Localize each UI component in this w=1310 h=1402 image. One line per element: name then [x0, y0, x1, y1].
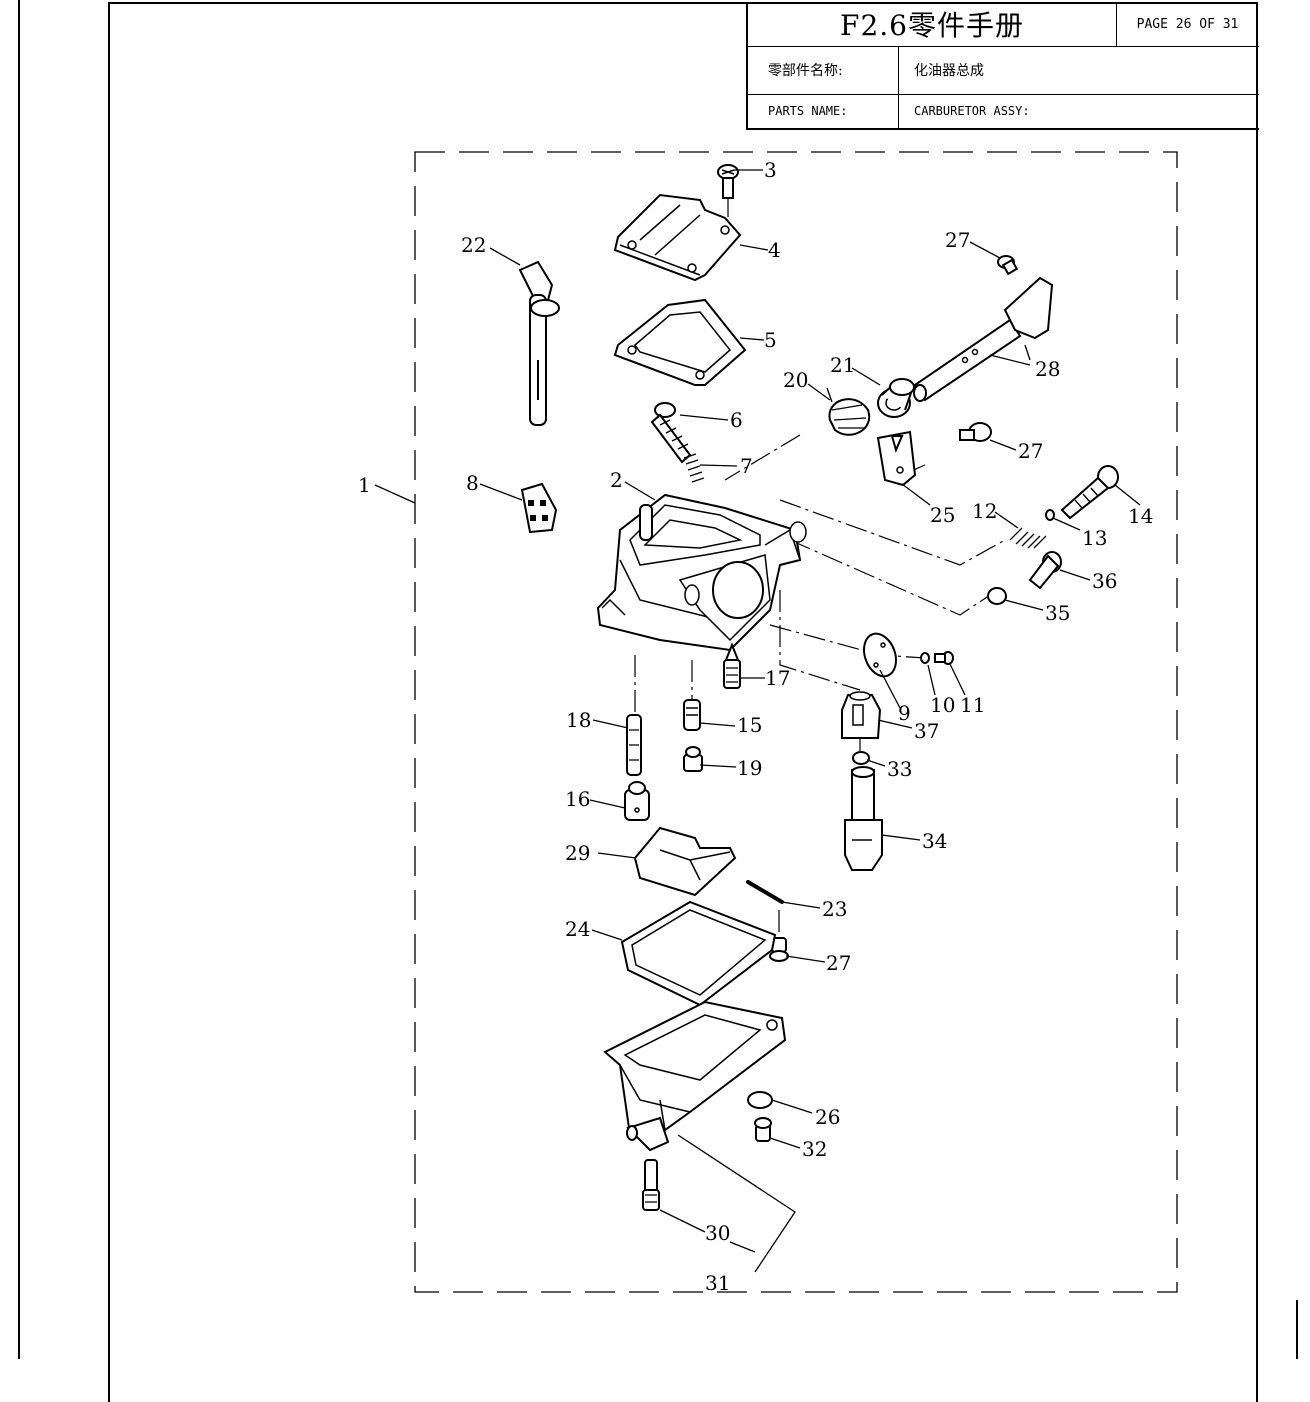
parts-name-label-en: PARTS NAME:	[768, 104, 848, 118]
callout-1: 1	[358, 473, 371, 497]
part-pump-34	[844, 766, 883, 871]
callout-19: 19	[737, 756, 762, 780]
callout-11: 11	[960, 693, 985, 717]
page-right-edge-line	[1296, 1300, 1298, 1359]
part-screw-36	[1028, 551, 1062, 590]
drawing-sheet-border	[108, 2, 1258, 1402]
callout-24: 24	[565, 917, 590, 941]
callout-22: 22	[461, 233, 486, 257]
part-plug-19	[683, 746, 703, 772]
part-throttle-plate-9	[863, 632, 897, 678]
callout-27-mid: 27	[1018, 439, 1043, 463]
part-washer-10	[920, 652, 930, 664]
part-return-spring-20	[826, 387, 871, 436]
callout-29: 29	[565, 841, 590, 865]
callout-7: 7	[740, 454, 753, 478]
part-washer-35	[987, 587, 1007, 605]
part-cover-4	[613, 193, 742, 282]
callout-26: 26	[815, 1105, 840, 1129]
callout-23: 23	[822, 897, 847, 921]
callout-6: 6	[730, 408, 743, 432]
carburetor-exploded-diagram: 1 2 3 4 5 6 7 8 9 10 11 12 13 14 15 16 1…	[358, 151, 1178, 1295]
part-float-bowl-31	[603, 1000, 787, 1152]
part-screw-11	[934, 651, 954, 665]
callout-32: 32	[802, 1137, 827, 1161]
part-bushing-21	[877, 378, 915, 418]
page-number-label: PAGE 26 OF 31	[1136, 16, 1239, 32]
part-nozzle-18	[626, 714, 642, 776]
callout-leader-lines	[374, 169, 1141, 1273]
callout-27-top: 27	[945, 228, 970, 252]
callout-34: 34	[922, 829, 947, 853]
part-jet-15	[683, 699, 701, 731]
callout-25: 25	[930, 503, 955, 527]
part-choke-lever-22	[518, 260, 560, 426]
callout-14: 14	[1128, 504, 1153, 528]
part-screw-6	[650, 402, 692, 464]
part-bowl-gasket-24	[620, 900, 777, 1007]
callout-27-low: 27	[826, 951, 851, 975]
part-oring-33	[852, 751, 870, 765]
callout-36: 36	[1092, 569, 1117, 593]
part-screw-27a	[997, 255, 1019, 276]
callout-9: 9	[898, 701, 911, 725]
part-lever-25	[876, 430, 917, 487]
callout-37: 37	[914, 719, 939, 743]
callout-17: 17	[765, 666, 790, 690]
callout-12: 12	[972, 499, 997, 523]
part-gasket-5	[613, 298, 747, 386]
callout-28: 28	[1035, 357, 1060, 381]
part-idle-screw-14	[1060, 465, 1119, 520]
part-oring-26	[747, 1091, 773, 1109]
part-spring-7	[683, 453, 705, 483]
callout-18: 18	[566, 708, 591, 732]
parts-name-label-cn: 零部件名称:	[768, 63, 843, 79]
callout-33: 33	[887, 757, 912, 781]
callout-8: 8	[466, 471, 479, 495]
callout-21: 21	[830, 353, 855, 377]
part-drain-screw-30	[642, 1159, 660, 1211]
part-spring-12	[1009, 527, 1047, 549]
title-block: F2.6零件手册 PAGE 26 OF 31 零部件名称: 化油器总成 PART…	[746, 2, 1259, 130]
part-needle-17	[723, 642, 741, 689]
document-title: F2.6零件手册	[840, 9, 1024, 42]
part-pin-23	[746, 880, 784, 904]
parts-name-value-cn: 化油器总成	[914, 63, 984, 79]
part-screw-27c	[769, 937, 789, 962]
callout-35: 35	[1045, 601, 1070, 625]
part-screw-3	[717, 164, 739, 199]
callout-5: 5	[764, 328, 777, 352]
part-oring-13	[1045, 509, 1055, 521]
part-throttle-shaft-28	[913, 276, 1054, 402]
callout-15: 15	[737, 713, 762, 737]
part-cup-37	[841, 691, 882, 739]
part-carburetor-body-2	[596, 493, 807, 652]
part-screw-27b	[959, 422, 992, 442]
callout-3: 3	[764, 158, 777, 182]
callout-20: 20	[783, 368, 808, 392]
part-jet-holder-16	[624, 781, 650, 821]
callout-30: 30	[705, 1221, 730, 1245]
parts-name-value-en: CARBURETOR ASSY:	[914, 104, 1030, 118]
callout-2: 2	[610, 468, 623, 492]
callout-10: 10	[930, 693, 955, 717]
callout-16: 16	[565, 787, 590, 811]
part-filter-8	[520, 482, 558, 534]
page-left-edge-line	[18, 0, 20, 1359]
callout-4: 4	[768, 238, 781, 262]
assembly-boundary-dashed	[414, 151, 1178, 1293]
callout-31: 31	[705, 1271, 730, 1295]
callout-13: 13	[1082, 526, 1107, 550]
part-float-29	[633, 826, 737, 897]
part-screw-32	[754, 1117, 772, 1142]
